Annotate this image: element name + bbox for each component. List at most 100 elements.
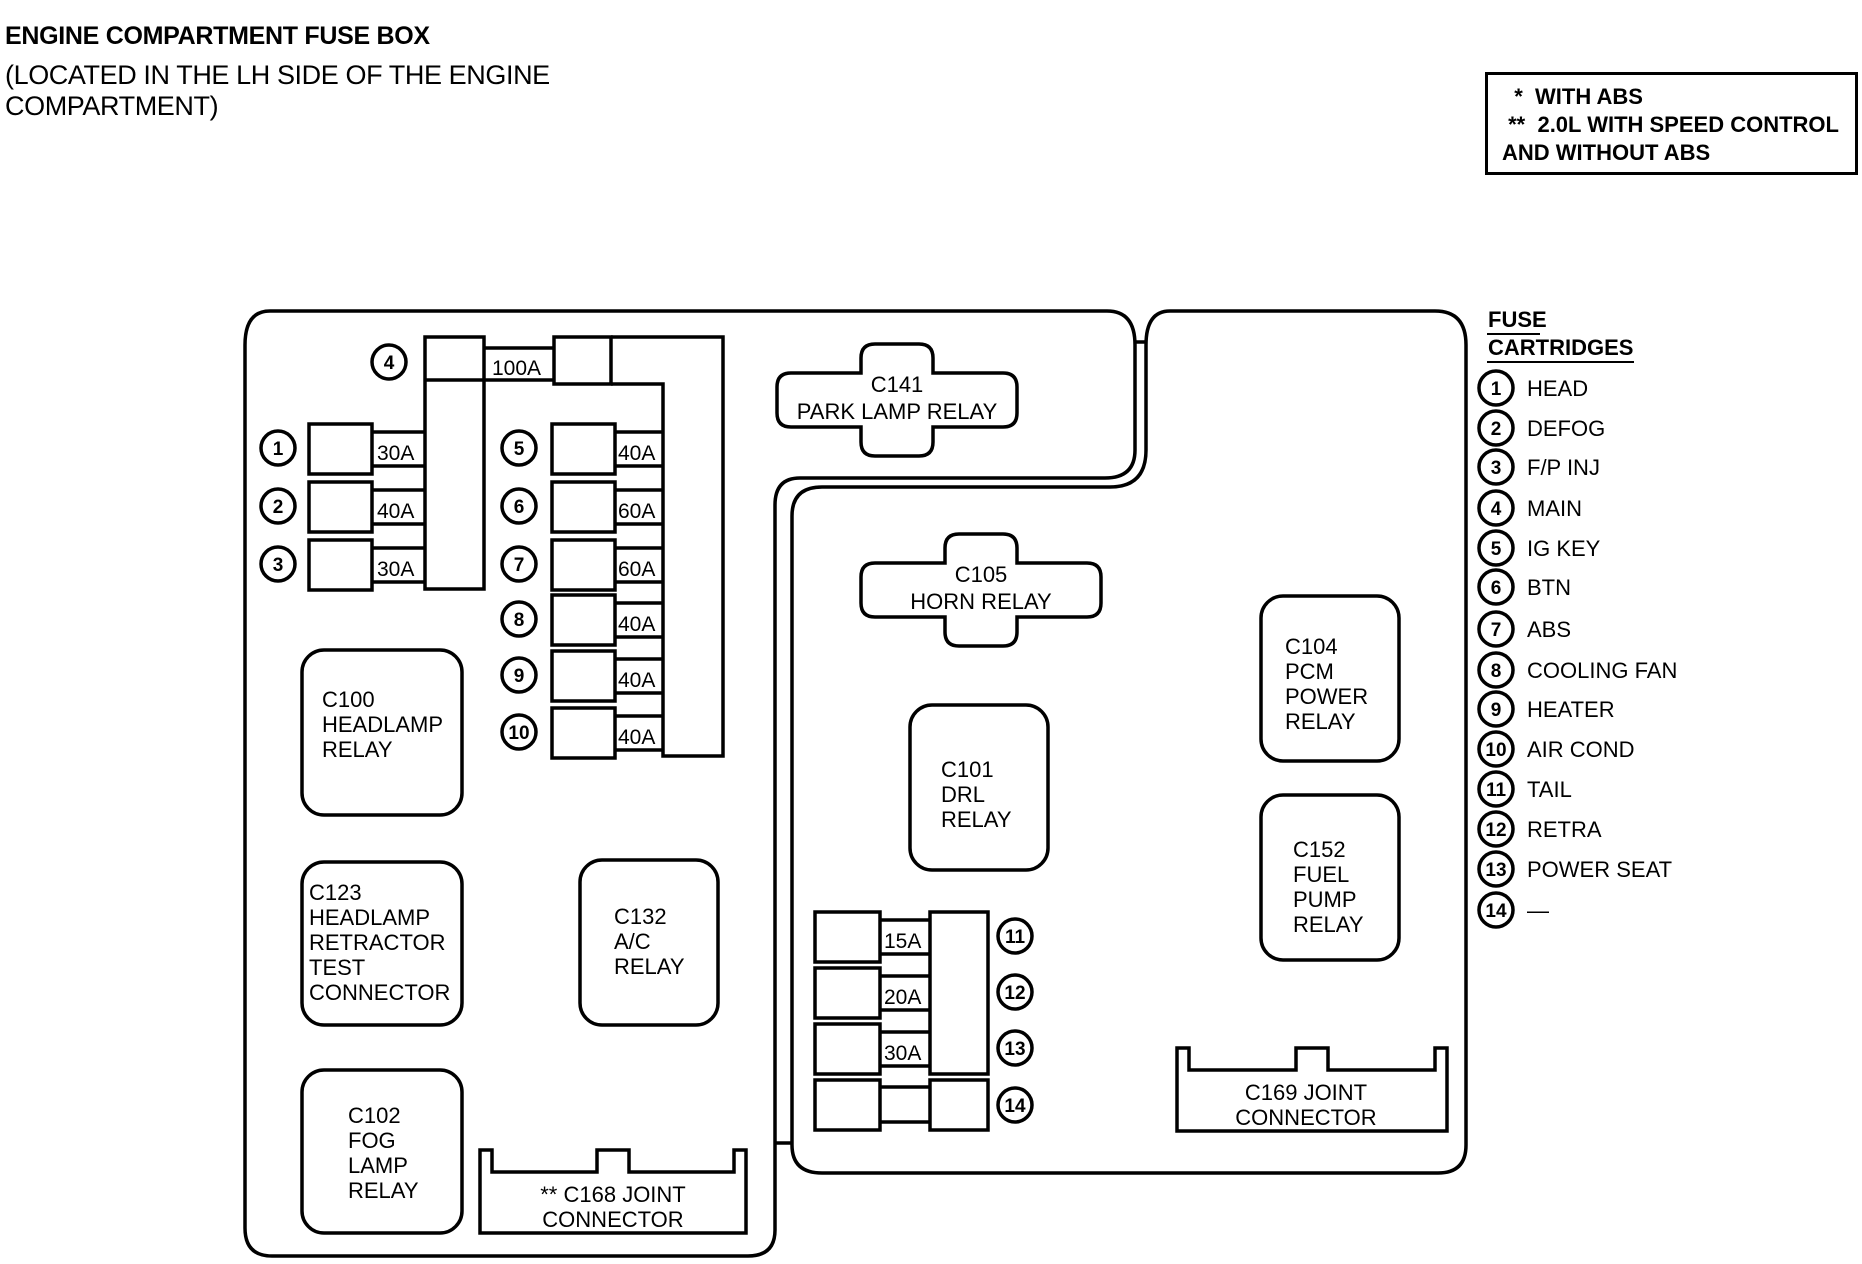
footnote-speed-control: ** 2.0L WITH SPEED CONTROL xyxy=(1502,112,1839,137)
relay-c123-label-line: RETRACTOR xyxy=(309,930,446,955)
fuse-10-body[interactable] xyxy=(550,706,617,760)
legend-item-3-label: F/P INJ xyxy=(1527,455,1600,480)
connector-c168[interactable] xyxy=(478,1148,748,1235)
legend-title: FUSE xyxy=(1488,307,1547,332)
relay-c141[interactable] xyxy=(775,342,1019,458)
fuse-4-body[interactable] xyxy=(552,335,613,386)
fuse-6-rating: 60A xyxy=(618,500,655,523)
fuse-14-terminal[interactable] xyxy=(928,1078,990,1132)
fuse-2-body[interactable] xyxy=(307,480,374,534)
relay-c104-label-line: PCM xyxy=(1285,659,1334,684)
legend-item-4-circle xyxy=(1477,489,1515,527)
connector-c169[interactable] xyxy=(1175,1046,1449,1133)
footnote-box: * WITH ABS ** 2.0L WITH SPEED CONTROL AN… xyxy=(1485,72,1858,175)
legend-item-2-circle xyxy=(1477,409,1515,447)
legend-item-12-number: 12 xyxy=(1485,820,1506,841)
legend-item-5-circle xyxy=(1477,529,1515,567)
fuse-8-rating: 40A xyxy=(618,613,655,636)
relay-c102-label-line: FOG xyxy=(348,1128,396,1153)
relay-c102[interactable] xyxy=(300,1068,464,1235)
legend-item-13-number: 13 xyxy=(1485,860,1506,881)
relay-c101-label-line: RELAY xyxy=(941,807,1012,832)
legend-item-6-number: 6 xyxy=(1491,578,1502,599)
relay-c101-label-line: C101 xyxy=(941,757,994,782)
relay-c105[interactable] xyxy=(859,532,1103,648)
legend-item-6-label: BTN xyxy=(1527,575,1571,600)
fuse-12-number-circle xyxy=(996,973,1034,1011)
page-title: ENGINE COMPARTMENT FUSE BOX xyxy=(5,22,430,50)
housing-right xyxy=(790,309,1468,1175)
legend-item-6-circle xyxy=(1477,568,1515,606)
relay-c100[interactable] xyxy=(300,648,464,817)
relay-c152-label-line: C152 xyxy=(1293,837,1346,862)
legend-item-13-label: POWER SEAT xyxy=(1527,857,1672,882)
legend-item-2-label: DEFOG xyxy=(1527,416,1605,441)
fuse-5-body[interactable] xyxy=(550,422,617,476)
relay-c132-label-line: A/C xyxy=(614,929,651,954)
relay-c123-label-line: HEADLAMP xyxy=(309,905,430,930)
relay-c102-label-line: LAMP xyxy=(348,1153,408,1178)
housing-left xyxy=(243,309,1137,1258)
legend-item-9-circle xyxy=(1477,690,1515,728)
fuse-3-body[interactable] xyxy=(307,538,374,592)
relay-c123[interactable] xyxy=(300,860,464,1027)
fuse-7-body[interactable] xyxy=(550,538,617,592)
fuse-3-rating: 30A xyxy=(377,558,414,581)
fuse-14-body[interactable] xyxy=(813,1078,882,1132)
fuse-6-number-circle xyxy=(500,487,538,525)
fuse-12-body[interactable] xyxy=(813,966,882,1020)
fuse-10-number: 10 xyxy=(508,723,529,744)
fuse-9-body[interactable] xyxy=(550,649,617,703)
relay-c123-label-line: CONNECTOR xyxy=(309,980,450,1005)
fuse-11-body[interactable] xyxy=(813,910,882,964)
fuse-8-body[interactable] xyxy=(550,593,617,647)
relay-c100-label-line: C100 xyxy=(322,687,375,712)
fuse-14-number: 14 xyxy=(1004,1096,1026,1117)
relay-c104[interactable] xyxy=(1259,594,1401,763)
fuse-7-number-circle xyxy=(500,545,538,583)
relay-c100-label-line: RELAY xyxy=(322,737,393,762)
relay-c102-label-line: C102 xyxy=(348,1103,401,1128)
fuse-7-number: 7 xyxy=(514,555,525,576)
legend-item-10-label: AIR COND xyxy=(1527,737,1635,762)
fuse-6-number: 6 xyxy=(514,497,525,518)
relay-c104-label-line: POWER xyxy=(1285,684,1368,709)
bus-bar-left xyxy=(423,335,486,591)
relay-c141-label-line: PARK LAMP RELAY xyxy=(797,399,998,424)
fuse-1-body[interactable] xyxy=(307,422,374,476)
relay-c105-label-line: C105 xyxy=(955,562,1008,587)
legend-item-7-circle xyxy=(1477,610,1515,648)
fuse-2-rating: 40A xyxy=(377,500,414,523)
relay-c100-label-line: HEADLAMP xyxy=(322,712,443,737)
legend-item-12-circle xyxy=(1477,810,1515,848)
relay-c132[interactable] xyxy=(578,858,720,1027)
legend-item-11-label: TAIL xyxy=(1527,777,1572,802)
relay-c132-label-line: RELAY xyxy=(614,954,685,979)
footnote-abs: * WITH ABS xyxy=(1502,84,1643,109)
footnote-speed-control-cont: AND WITHOUT ABS xyxy=(1502,140,1711,165)
relay-c101-label-line: DRL xyxy=(941,782,985,807)
relay-c152-label-line: PUMP xyxy=(1293,887,1357,912)
relay-c104-label-line: RELAY xyxy=(1285,709,1356,734)
legend-item-8-label: COOLING FAN xyxy=(1527,658,1677,683)
relay-c152[interactable] xyxy=(1259,793,1401,962)
relay-c101[interactable] xyxy=(908,703,1050,872)
fuse-4-number: 4 xyxy=(384,353,395,374)
legend-item-5-number: 5 xyxy=(1491,539,1502,560)
legend-title: CARTRIDGES xyxy=(1488,335,1633,360)
legend-item-4-label: MAIN xyxy=(1527,496,1582,521)
location-note-line: COMPARTMENT) xyxy=(5,91,219,121)
fuse-6-body[interactable] xyxy=(550,480,617,534)
fuse-10-number-circle xyxy=(500,713,538,751)
fuse-13-body[interactable] xyxy=(813,1022,882,1076)
legend-item-14-label: — xyxy=(1527,898,1549,923)
relay-c123-label-line: C123 xyxy=(309,880,362,905)
fuse-13-number: 13 xyxy=(1004,1039,1025,1060)
relay-c152-label-line: FUEL xyxy=(1293,862,1349,887)
fuse-4-rating: 100A xyxy=(492,357,541,380)
fuse-9-rating: 40A xyxy=(618,669,655,692)
fuse-10-rating: 40A xyxy=(618,726,655,749)
fuse-13-rating: 30A xyxy=(884,1042,921,1065)
fuse-11-number-circle xyxy=(996,917,1034,955)
legend-item-3-circle xyxy=(1477,448,1515,486)
